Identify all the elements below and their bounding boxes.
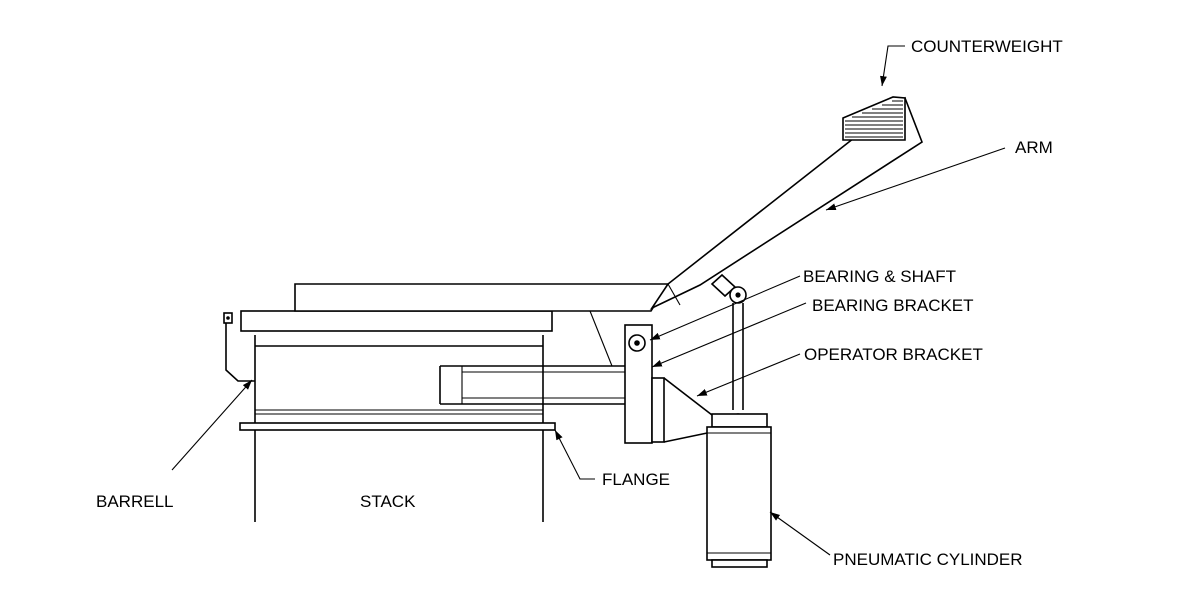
label-stack: STACK: [360, 492, 416, 511]
operator-bracket: [651, 377, 713, 443]
pneumatic-cylinder: [706, 413, 772, 568]
label-pneumatic-cylinder: PNEUMATIC CYLINDER: [833, 550, 1023, 569]
label-counterweight: COUNTERWEIGHT: [911, 37, 1063, 56]
label-flange: FLANGE: [602, 470, 670, 489]
support-channel: [439, 365, 625, 405]
barrell: [223, 312, 543, 415]
label-barrell: BARRELL: [96, 492, 173, 511]
counterweight: [842, 96, 906, 141]
bearing-shaft: [628, 334, 646, 352]
labels: COUNTERWEIGHT ARM BEARING & SHAFT BEARIN…: [96, 37, 1063, 569]
label-bearing-bracket: BEARING BRACKET: [812, 296, 974, 315]
flange: [239, 422, 556, 431]
damper-blade: [240, 283, 670, 367]
label-arm: ARM: [1015, 138, 1053, 157]
label-bearing-shaft: BEARING & SHAFT: [803, 267, 956, 286]
label-operator-bracket: OPERATOR BRACKET: [804, 345, 983, 364]
leader-lines: [171, 45, 1006, 556]
cylinder-rod: [729, 286, 747, 425]
